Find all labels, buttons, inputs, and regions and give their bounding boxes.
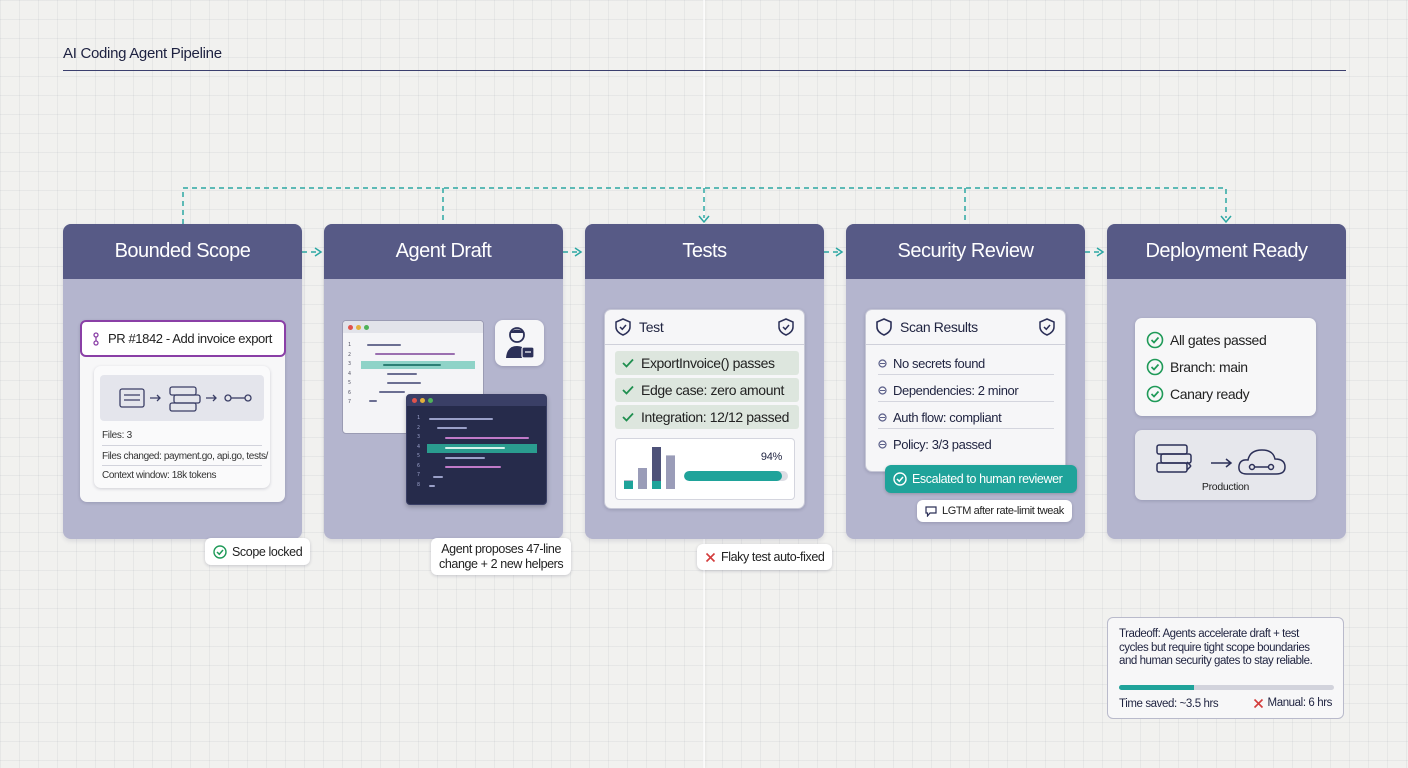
page-title: AI Coding Agent Pipeline	[63, 45, 222, 62]
scan-result-row: No secrets found	[878, 352, 1054, 375]
escalated-label: Escalated to human reviewer	[912, 472, 1063, 486]
status-dot-icon	[878, 412, 887, 422]
check-circle-icon	[1146, 358, 1164, 376]
pr-header[interactable]: PR #1842 - Add invoice export	[80, 320, 286, 357]
stage-title: Bounded Scope	[63, 224, 302, 279]
coverage-bar	[684, 471, 788, 481]
files-changed: Files changed: payment.go, api.go, tests…	[102, 451, 268, 462]
file-flow-icon	[119, 386, 252, 412]
coverage-bar-fill	[684, 471, 782, 481]
scan-result-row: Auth flow: compliant	[878, 406, 1054, 429]
check-icon	[622, 412, 634, 422]
scan-card-title: Scan Results	[900, 319, 978, 335]
arrowhead-deploy	[1220, 215, 1232, 224]
server-to-cloud-icon	[1156, 444, 1286, 475]
stage-title: Security Review	[846, 224, 1085, 279]
manual-time: Manual: 6 hrs	[1253, 697, 1332, 709]
deploy-target-label: Production	[1201, 481, 1250, 493]
coverage-panel: 94%	[615, 438, 795, 500]
window-controls	[407, 395, 546, 406]
context-window: Context window: 18k tokens	[102, 470, 217, 481]
test-card-title: Test	[639, 319, 664, 335]
test-result-row: ExportInvoice() passes	[615, 351, 799, 375]
check-circle-icon	[1146, 385, 1164, 403]
shield-check-icon	[778, 318, 794, 336]
check-circle-icon	[213, 544, 227, 559]
shield-check-icon	[615, 318, 631, 336]
draft-note-line1: Agent proposes 47-line	[441, 542, 562, 556]
scan-results-card: Scan Results No secrets found Dependenci…	[865, 309, 1066, 472]
coverage-label: 94%	[760, 451, 782, 463]
flaky-test-badge: Flaky test auto-fixed	[697, 544, 833, 570]
git-branch-icon	[93, 331, 99, 346]
scope-details: Files: 3 Files changed: payment.go, api.…	[94, 366, 270, 488]
test-bar-chart	[624, 447, 675, 489]
time-saved-label: Time saved: ~3.5 hrs	[1119, 698, 1219, 710]
draft-note-line2: change + 2 new helpers	[439, 557, 564, 571]
stage-title: Agent Draft	[324, 224, 563, 279]
checklist-item: All gates passed	[1146, 331, 1267, 349]
test-bar	[666, 455, 675, 489]
status-dot-icon	[878, 385, 887, 395]
status-dot-icon	[878, 439, 887, 449]
check-icon	[622, 385, 634, 395]
test-bar	[652, 447, 661, 489]
checklist-item: Canary ready	[1146, 385, 1250, 403]
test-result-row: Edge case: zero amount	[615, 378, 799, 402]
check-circle-icon	[1146, 331, 1164, 349]
review-comment: LGTM after rate-limit tweak	[917, 500, 1072, 522]
test-bar	[638, 468, 647, 489]
time-saved-bar	[1119, 685, 1334, 690]
scope-locked-label: Scope locked	[232, 544, 303, 559]
x-icon	[705, 552, 716, 562]
test-bar-accent	[624, 481, 633, 489]
time-saved-bar-fill	[1119, 685, 1195, 690]
arrowhead-tests	[698, 215, 710, 224]
tradeoff-text: Tradeoff: Agents accelerate draft + test…	[1119, 628, 1313, 667]
x-icon	[1253, 698, 1263, 708]
shield-icon	[876, 318, 892, 336]
files-count: Files: 3	[102, 430, 132, 441]
window-controls	[343, 321, 483, 333]
escalated-badge[interactable]: Escalated to human reviewer	[885, 465, 1077, 493]
shield-check-icon	[1039, 318, 1055, 336]
checklist-item: Branch: main	[1146, 358, 1248, 376]
pr-title: PR #1842 - Add invoice export	[108, 331, 273, 346]
agent-robot-icon	[506, 327, 535, 359]
agent-avatar	[495, 320, 544, 366]
scope-locked-badge: Scope locked	[205, 538, 311, 565]
feedback-loop-line	[182, 187, 1227, 224]
scan-card-header: Scan Results	[866, 310, 1065, 345]
flaky-test-label: Flaky test auto-fixed	[721, 550, 825, 564]
test-card: Test ExportInvoice() passes Edge case: z…	[604, 309, 805, 509]
scan-result-row: Policy: 3/3 passed	[878, 433, 1054, 455]
draft-summary-note: Agent proposes 47-line change + 2 new he…	[431, 538, 572, 575]
tradeoff-note: Tradeoff: Agents accelerate draft + test…	[1107, 617, 1344, 719]
test-card-header: Test	[605, 310, 804, 345]
title-divider	[63, 70, 1346, 71]
comment-icon	[925, 505, 937, 517]
status-dot-icon	[878, 358, 887, 368]
file-flow-diagram	[100, 375, 264, 421]
manual-time-label: Manual: 6 hrs	[1267, 697, 1333, 709]
deploy-target-panel: Production	[1135, 430, 1316, 500]
scan-result-row: Dependencies: 2 minor	[878, 379, 1054, 402]
test-result-row: Integration: 12/12 passed	[615, 405, 799, 429]
review-comment-label: LGTM after rate-limit tweak	[942, 505, 1064, 517]
check-circle-icon	[893, 472, 907, 486]
deploy-checklist: All gates passed Branch: main Canary rea…	[1135, 318, 1316, 416]
check-icon	[622, 358, 634, 368]
test-bar-accent	[652, 481, 661, 489]
stage-title: Tests	[585, 224, 824, 279]
stage-title: Deployment Ready	[1107, 224, 1346, 279]
